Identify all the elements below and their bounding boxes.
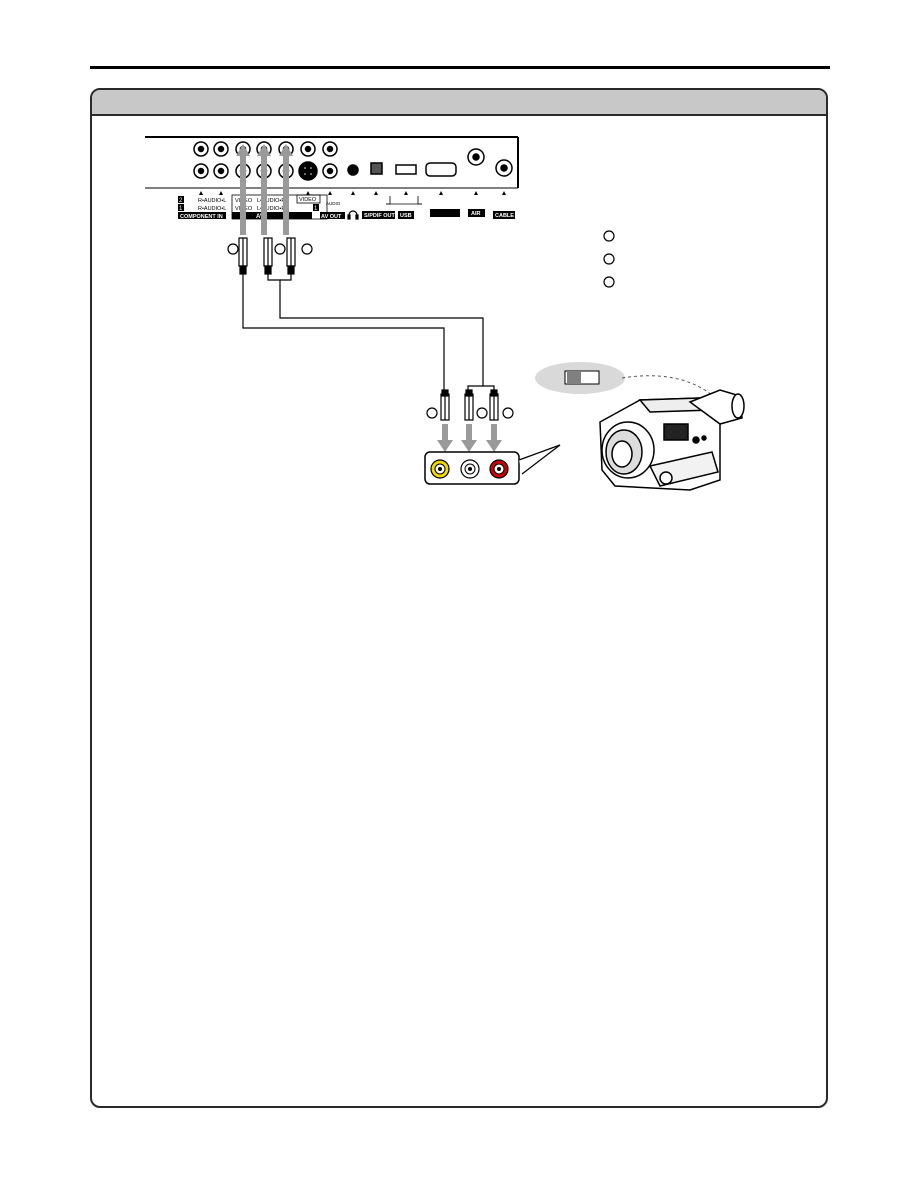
- camcorder-side-plugs: [440, 389, 499, 421]
- component-in-label: COMPONENT IN: [180, 214, 223, 220]
- vga-label-block: [430, 209, 460, 217]
- content-frame: [90, 88, 828, 1108]
- cable-label: CABLE: [495, 213, 514, 219]
- switch-callout: [535, 362, 713, 396]
- camcorder-arrows: [437, 424, 502, 452]
- panel-labels: 2 1 R•AUDIO•L R•AUDIO•L COMPONENT IN VID…: [178, 194, 515, 220]
- vga-port: [425, 162, 457, 177]
- cables: [242, 274, 495, 392]
- legend-markers: [603, 230, 615, 288]
- air-label: AIR: [471, 211, 481, 217]
- tv-side-plugs: [238, 237, 296, 275]
- top-rule: [90, 66, 830, 69]
- spdif-out-label: S/PDIF OUT: [364, 213, 396, 219]
- headphone-jack: [347, 164, 359, 176]
- svideo-label: VIDEO: [299, 197, 317, 203]
- panel-arrows: [236, 144, 293, 235]
- av-audio-label-top: L•AUDIO•R: [257, 198, 285, 204]
- av-out-label: AV OUT: [321, 214, 342, 220]
- component-audio-label-1: R•AUDIO•L: [198, 206, 226, 212]
- av-label: AV: [256, 214, 264, 220]
- component-jacks: [193, 141, 229, 179]
- usb-port: [395, 164, 417, 175]
- component-2-num: 2: [179, 198, 183, 204]
- component-1-num: 1: [179, 206, 183, 212]
- panel-jacks: [193, 141, 513, 181]
- callout-circles-cam: [426, 407, 514, 419]
- camcorder-icon: [599, 389, 745, 491]
- svideo-and-av-out-jacks: [298, 141, 338, 181]
- av-audio-label-bottom: L•AUDIO•R: [257, 206, 285, 212]
- spdif-port: [370, 162, 383, 175]
- usb-label: USB: [400, 213, 412, 219]
- component-audio-label-2: R•AUDIO•L: [198, 198, 226, 204]
- av-num: 1: [314, 206, 318, 212]
- camcorder-jack-panel: [424, 444, 561, 485]
- headphone-icon: [347, 210, 359, 220]
- callout-circles-tv: [227, 243, 313, 255]
- section-header-band: [92, 90, 826, 116]
- tv-back-panel: [145, 136, 519, 189]
- av-out-audio-label: AUDIO: [326, 201, 341, 206]
